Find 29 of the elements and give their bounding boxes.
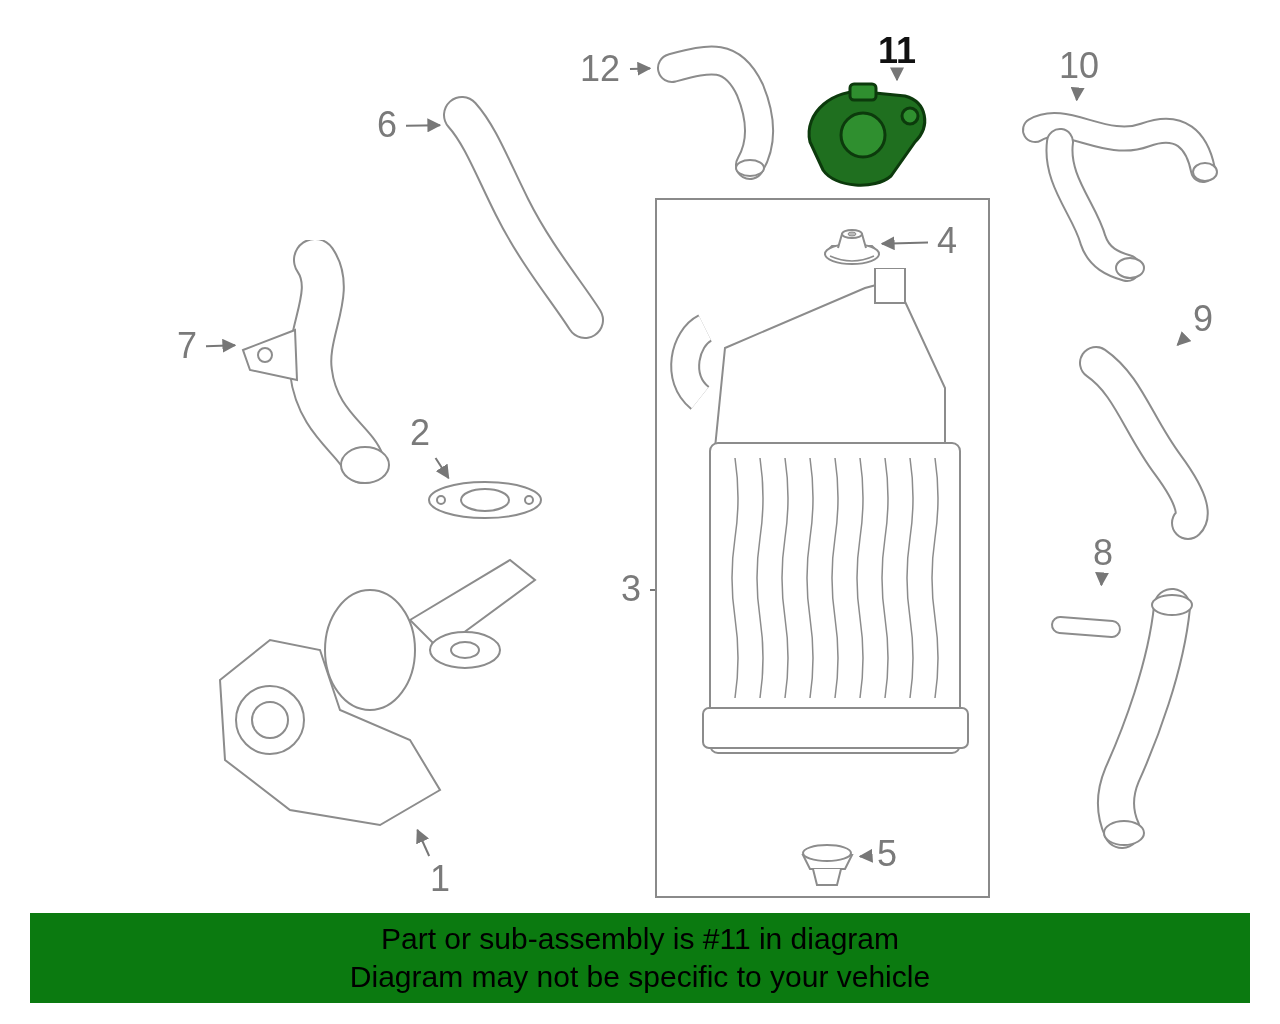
assembly-frame	[655, 198, 990, 898]
callout-number: 8	[1086, 532, 1120, 576]
leader-line	[858, 848, 873, 863]
leader-line	[405, 118, 442, 133]
leader-line	[629, 61, 652, 76]
callout-number: 11	[870, 30, 924, 76]
leader-line	[1095, 572, 1110, 587]
notice-text: Diagram may not be specific to your vehicle	[349, 959, 931, 995]
leader-line	[649, 589, 656, 591]
leader-line	[890, 67, 904, 82]
leader-line	[1070, 86, 1085, 102]
callout-number: 4	[930, 220, 964, 264]
callout-number: 2	[403, 412, 437, 456]
callout-number: 3	[614, 568, 648, 612]
callout-number: 9	[1186, 298, 1220, 342]
callout-number: 10	[1048, 45, 1110, 91]
notice-banner	[30, 913, 1250, 1003]
leader-line	[1176, 331, 1192, 346]
callout-number: 7	[170, 325, 204, 369]
leader-line	[880, 236, 929, 251]
callout-number: 6	[370, 104, 404, 148]
callout-number: 5	[870, 833, 904, 877]
leader-line	[434, 457, 450, 480]
leader-line	[416, 828, 431, 857]
cap-drawing	[822, 226, 882, 266]
callout-number: 12	[572, 48, 628, 92]
callout-number: 1	[423, 858, 457, 902]
leader-line	[205, 338, 237, 353]
notice-text: Part or sub-assembly is #11 in diagram	[381, 921, 899, 957]
